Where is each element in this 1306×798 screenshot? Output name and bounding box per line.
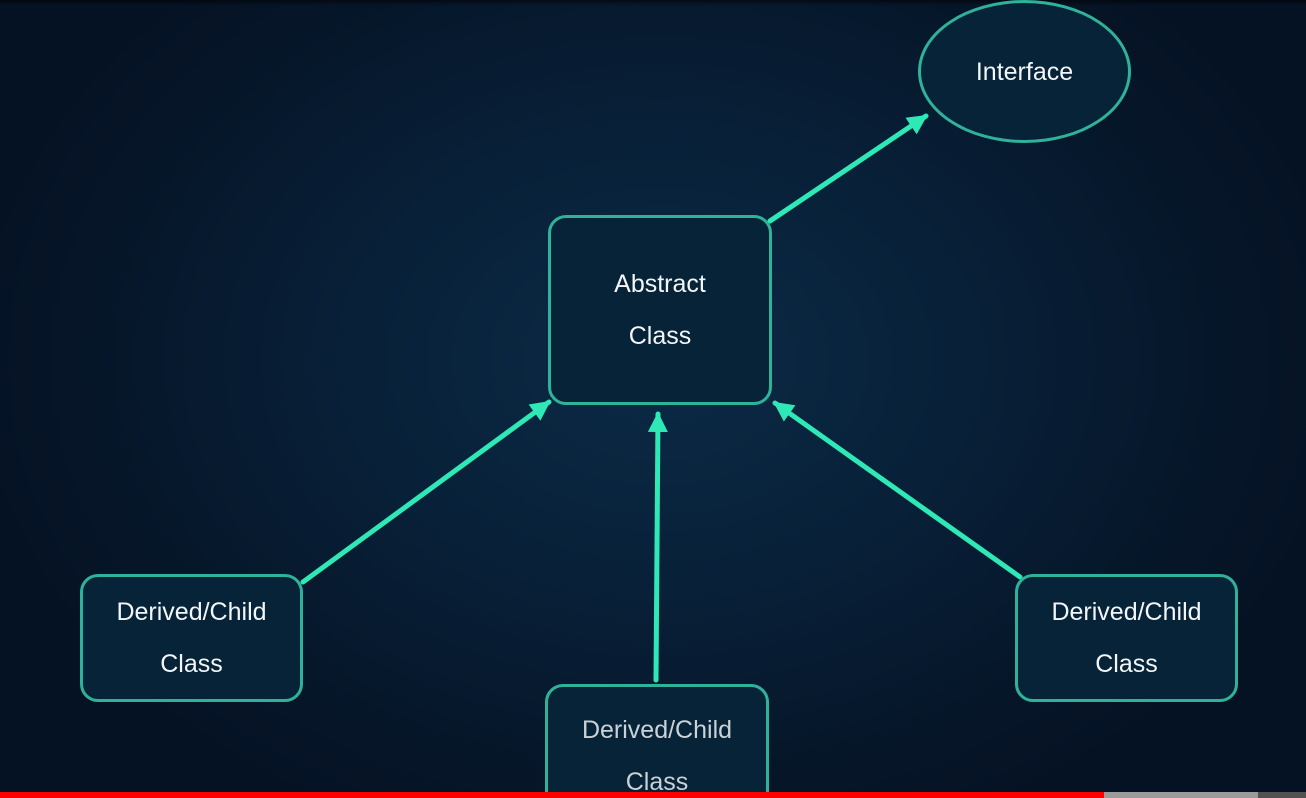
derived-child-class-label-bottom: Derived/Child Class	[581, 716, 733, 796]
derived-child-class-node-bottom: Derived/Child Class	[545, 684, 769, 798]
arrow-abstract-to-interface	[767, 113, 929, 224]
arrow-left-child-to-abstract	[300, 399, 552, 585]
derived-child-class-node-left: Derived/Child Class	[80, 574, 303, 702]
derived-child-class-node-right: Derived/Child Class	[1015, 574, 1238, 702]
video-progress-end-segment	[1258, 792, 1306, 798]
video-progress-played	[0, 792, 1104, 798]
arrow-right-child-to-abstract	[772, 400, 1023, 580]
arrow-bottom-child-to-abstract	[647, 411, 668, 683]
abstract-class-node-label: Abstract Class	[614, 270, 706, 350]
derived-child-class-label-right: Derived/Child Class	[1051, 598, 1202, 678]
video-progress-bar[interactable]	[0, 792, 1306, 798]
interface-node-label: Interface	[975, 57, 1074, 86]
interface-node: Interface	[918, 0, 1131, 143]
abstract-class-node: Abstract Class	[548, 215, 772, 405]
derived-child-class-label-left: Derived/Child Class	[116, 598, 267, 678]
top-edge-shade	[0, 0, 1306, 6]
